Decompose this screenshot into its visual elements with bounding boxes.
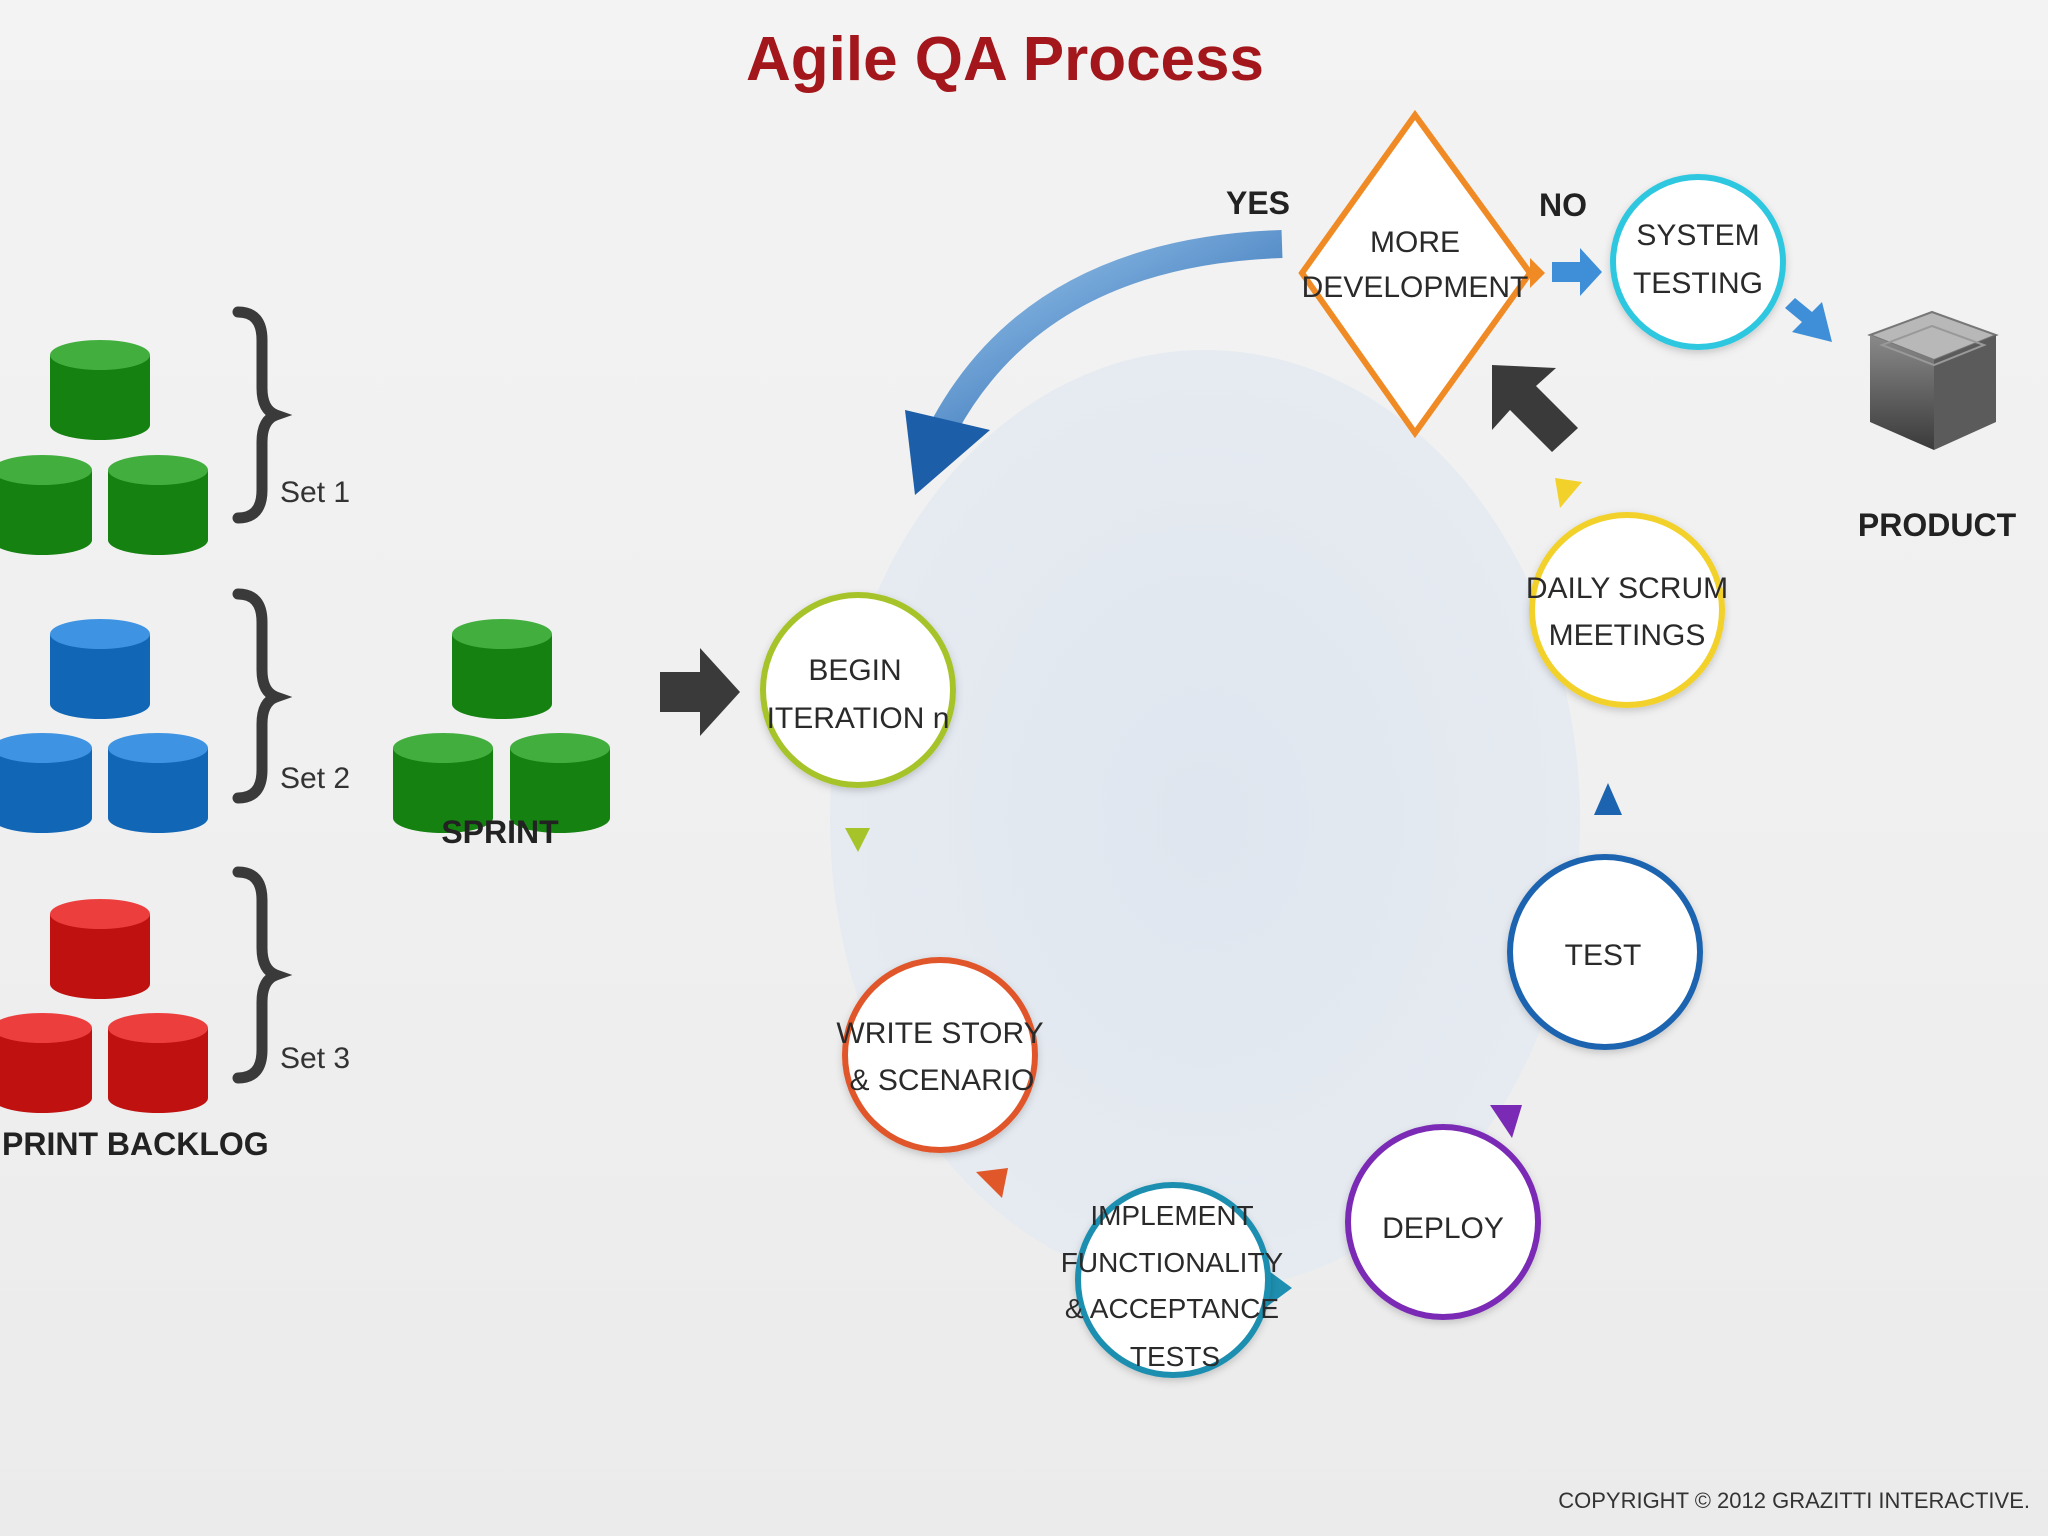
backlog-set-2 <box>0 619 208 833</box>
set-1-label: Set 1 <box>280 476 350 509</box>
copyright-notice: COPYRIGHT © 2012 GRAZITTI INTERACTIVE. <box>1558 1488 2030 1513</box>
cylinder-icon <box>108 1013 208 1113</box>
arrow-right-icon <box>660 648 740 736</box>
arrow-down-right-icon <box>1785 298 1832 342</box>
set-3-label: Set 3 <box>280 1042 350 1075</box>
daily-scrum-node: DAILY SCRUM MEETINGS <box>1526 478 1728 708</box>
backlog-set-3 <box>0 899 208 1113</box>
cylinder-icon <box>452 619 552 719</box>
system-testing-node: SYSTEM TESTING <box>1610 174 1786 350</box>
sprint-label: SPRINT <box>441 814 559 850</box>
system-testing-line-2: TESTING <box>1633 267 1763 300</box>
no-label: NO <box>1539 187 1587 223</box>
cylinder-icon <box>0 1013 92 1113</box>
brace-set-3 <box>232 866 293 1084</box>
implement-node: IMPLEMENT FUNCTIONALITY & ACCEPTANCE TES… <box>1061 1182 1292 1378</box>
cylinder-icon <box>0 455 92 555</box>
cylinder-icon <box>393 733 493 833</box>
begin-line-1: BEGIN <box>808 654 901 687</box>
product-label: PRODUCT <box>1858 507 2017 543</box>
sprint-backlog-label: PRINT BACKLOG <box>2 1126 269 1162</box>
cylinder-icon <box>108 455 208 555</box>
product-cube-icon <box>1867 310 1999 450</box>
cylinder-icon <box>50 899 150 999</box>
backlog-set-1 <box>0 340 208 555</box>
write-line-2: & SCENARIO <box>849 1064 1034 1097</box>
begin-iteration-node: BEGIN ITERATION n <box>760 592 956 852</box>
arrow-up-left-icon <box>1492 365 1578 452</box>
brace-set-2 <box>232 588 293 804</box>
cylinder-icon <box>50 340 150 440</box>
implement-line-1: IMPLEMENT <box>1090 1200 1253 1231</box>
scrum-line-1: DAILY SCRUM <box>1526 572 1728 605</box>
cylinder-icon <box>50 619 150 719</box>
cylinder-icon <box>108 733 208 833</box>
test-line-1: TEST <box>1565 939 1642 972</box>
scrum-line-2: MEETINGS <box>1549 619 1706 652</box>
set-2-label: Set 2 <box>280 762 350 795</box>
arrow-right-icon <box>1552 248 1602 296</box>
brace-set-1 <box>232 306 293 524</box>
begin-line-2: ITERATION n <box>767 702 950 735</box>
cylinder-icon <box>0 733 92 833</box>
decision-line-2: DEVELOPMENT <box>1302 271 1529 304</box>
decision-line-1: MORE <box>1370 226 1460 259</box>
decision-more-development: MORE DEVELOPMENT <box>1298 109 1545 439</box>
deploy-line-1: DEPLOY <box>1382 1212 1504 1245</box>
deploy-node: DEPLOY <box>1345 1105 1541 1320</box>
implement-line-4: TESTS <box>1130 1341 1220 1372</box>
implement-line-3: & ACCEPTANCE <box>1065 1293 1279 1324</box>
sprint-stack <box>393 619 610 833</box>
system-testing-line-1: SYSTEM <box>1636 219 1759 252</box>
yes-label: YES <box>1226 185 1290 221</box>
yes-loop-arrow <box>905 230 1283 495</box>
write-story-node: WRITE STORY & SCENARIO <box>836 957 1044 1198</box>
cylinder-icon <box>510 733 610 833</box>
page-title: Agile QA Process <box>746 25 1264 94</box>
write-line-1: WRITE STORY <box>836 1017 1043 1050</box>
implement-line-2: FUNCTIONALITY <box>1061 1247 1284 1278</box>
test-node: TEST <box>1507 783 1703 1050</box>
